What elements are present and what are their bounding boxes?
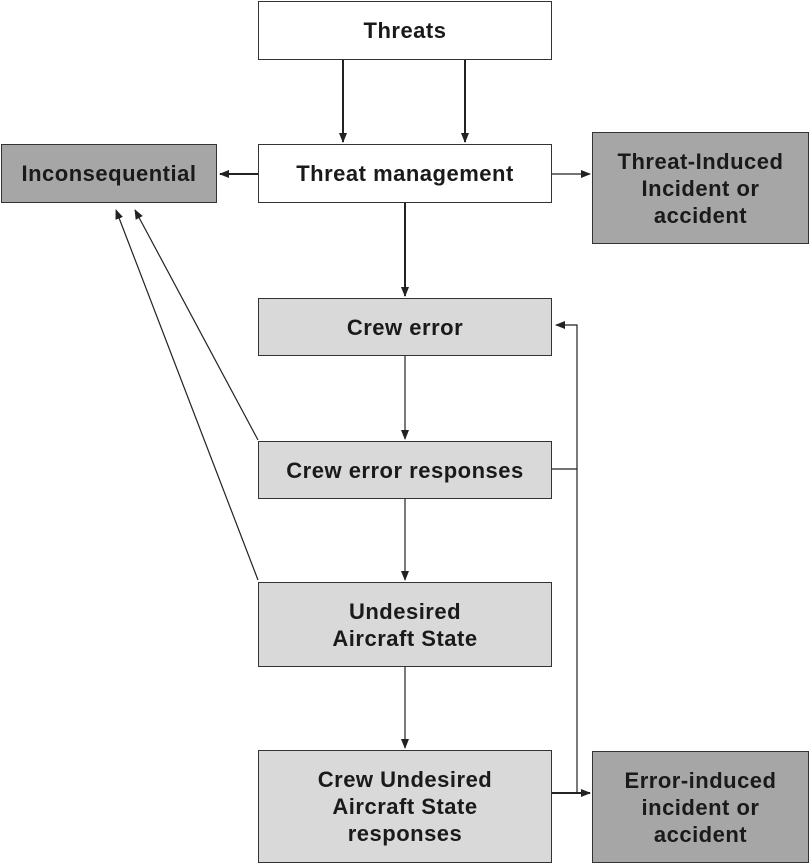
threats-label: Threats bbox=[363, 18, 447, 43]
arrow-responses-to-inconsequential bbox=[134, 209, 259, 441]
error-induced-label: Error-induced incident or accident bbox=[624, 767, 777, 847]
feedback-loop-to-crew-error bbox=[552, 321, 578, 470]
arrow-undesired-state-to-inconsequential bbox=[115, 209, 259, 581]
crew-error-box: Crew error bbox=[258, 298, 552, 356]
threat-induced-box: Threat-Induced Incident or accident bbox=[592, 132, 809, 244]
inconsequential-label: Inconsequential bbox=[21, 161, 197, 186]
crew-uas-responses-box: Crew Undesired Aircraft State responses bbox=[258, 750, 552, 863]
crew-error-responses-label: Crew error responses bbox=[286, 457, 524, 483]
threat-management-box: Threat management bbox=[258, 144, 552, 203]
undesired-aircraft-state-label: Undesired Aircraft State bbox=[332, 598, 478, 651]
error-induced-box: Error-induced incident or accident bbox=[592, 751, 809, 863]
threats-box: Threats bbox=[258, 1, 552, 60]
crew-uas-responses-label: Crew Undesired Aircraft State responses bbox=[317, 767, 493, 846]
undesired-aircraft-state-box: Undesired Aircraft State bbox=[258, 582, 552, 667]
crew-error-responses-box: Crew error responses bbox=[258, 441, 552, 499]
threat-management-label: Threat management bbox=[296, 161, 514, 186]
inconsequential-box: Inconsequential bbox=[1, 144, 217, 203]
crew-error-label: Crew error bbox=[346, 314, 464, 340]
threat-induced-label: Threat-Induced Incident or accident bbox=[617, 148, 784, 228]
